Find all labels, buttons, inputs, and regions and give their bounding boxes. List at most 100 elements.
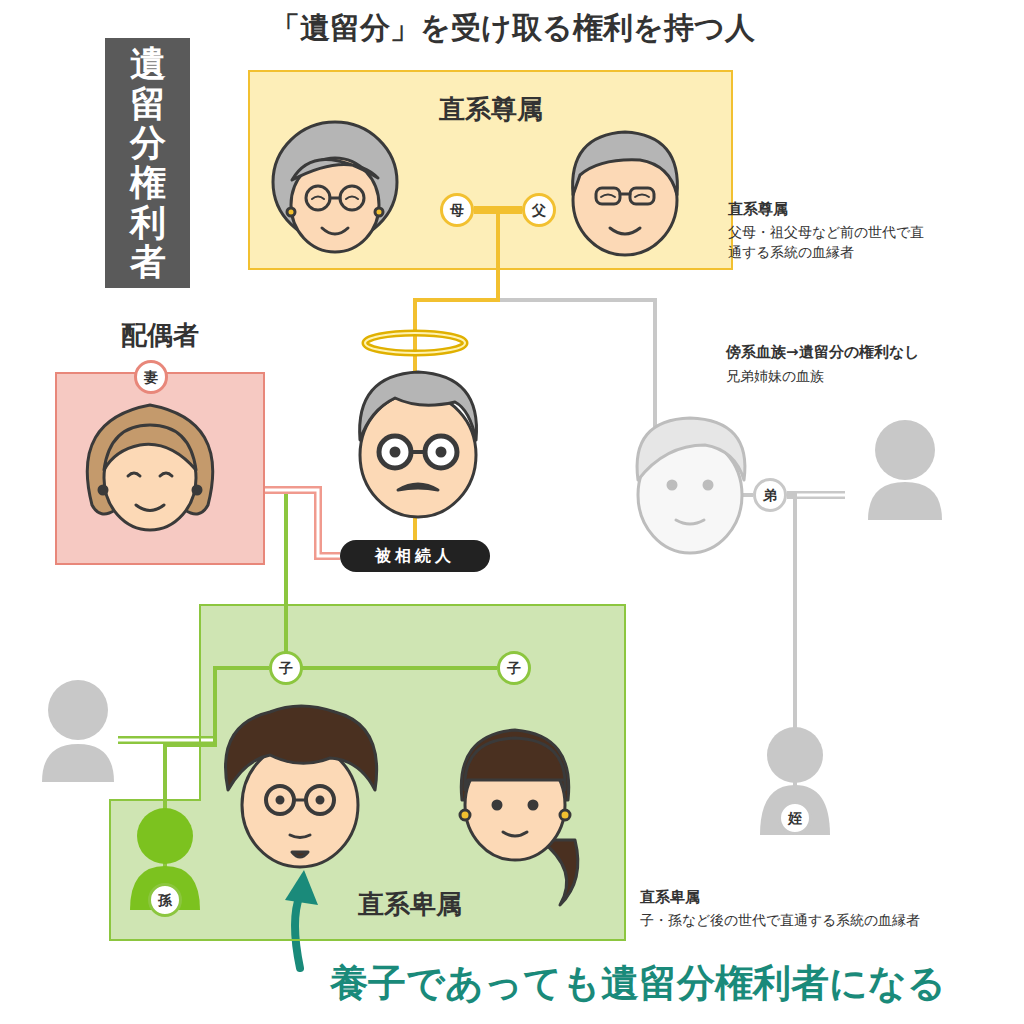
drawing-part bbox=[676, 520, 704, 524]
drawing-part bbox=[136, 505, 164, 511]
drawing-part bbox=[398, 484, 438, 490]
drawing-part bbox=[560, 810, 570, 820]
badge-text: 子 bbox=[279, 661, 293, 675]
note-heading: 直系卑属 bbox=[640, 888, 700, 907]
person-silhouette bbox=[42, 420, 942, 835]
badge-text: 姪 bbox=[788, 811, 802, 825]
drawing-part bbox=[425, 436, 457, 468]
relation-badge: 姪 bbox=[778, 801, 812, 835]
note-text: 子・孫など後の世代で直通する系統の血縁者 bbox=[640, 910, 920, 930]
drawing-part bbox=[99, 486, 107, 494]
drawing-part bbox=[277, 797, 283, 803]
drawing-part bbox=[266, 786, 294, 814]
drawing-part bbox=[104, 425, 196, 470]
drawing-part bbox=[503, 832, 527, 836]
drawing-part bbox=[596, 188, 620, 204]
relation-badge: 子 bbox=[497, 651, 531, 685]
box-fill bbox=[55, 372, 265, 565]
drawing-part bbox=[637, 418, 745, 480]
drawing-part bbox=[294, 799, 306, 802]
drawing-part bbox=[48, 680, 108, 740]
drawing-part bbox=[312, 197, 358, 200]
drawing-part bbox=[375, 208, 383, 216]
badge-text: 孫 bbox=[158, 893, 172, 907]
drawing-part bbox=[875, 420, 935, 480]
box-outline-shape bbox=[110, 605, 625, 940]
connector bbox=[265, 490, 340, 556]
drawing-part bbox=[290, 835, 310, 838]
drawing-part bbox=[460, 810, 470, 820]
drawing-part bbox=[573, 132, 678, 195]
drawing-part bbox=[760, 785, 830, 835]
connector bbox=[286, 490, 340, 651]
descendant-box: 直系卑属 子 子孫 bbox=[110, 605, 625, 940]
deceased-tag: 被相続人 bbox=[340, 540, 490, 572]
drawing-part bbox=[437, 448, 445, 456]
wife-face bbox=[87, 405, 212, 530]
drawing-part bbox=[128, 473, 172, 476]
drawing-part bbox=[529, 801, 537, 809]
drawing-part bbox=[226, 706, 377, 790]
deceased-face bbox=[360, 333, 477, 517]
badge-text: 父 bbox=[532, 203, 546, 217]
drawing-part bbox=[630, 188, 654, 204]
relation-badge: 孫 bbox=[148, 883, 182, 917]
drawing-part bbox=[391, 448, 399, 456]
drawing-part bbox=[340, 186, 364, 210]
drawing-part bbox=[379, 436, 411, 468]
badge-text: 弟 bbox=[763, 488, 777, 502]
box-fill bbox=[248, 70, 733, 270]
connector bbox=[265, 490, 286, 651]
grandchild-silhouette bbox=[130, 808, 200, 910]
node-text: 直系卑属 bbox=[358, 887, 462, 922]
node-text: 被相続人 bbox=[375, 546, 455, 567]
drawing-part bbox=[493, 801, 501, 809]
heir-label-box: 遺留分権利者 bbox=[105, 38, 190, 288]
note-heading: 傍系血族→遺留分の権利なし bbox=[726, 343, 919, 362]
drawing-part bbox=[365, 333, 465, 353]
badge-text: 妻 bbox=[144, 370, 158, 384]
ascendant-box: 直系尊属母父 bbox=[248, 70, 733, 270]
connector-line bbox=[265, 490, 497, 668]
box-fill bbox=[110, 605, 625, 940]
drawing-part bbox=[411, 450, 425, 454]
drawing-part bbox=[620, 193, 630, 196]
drawing-part bbox=[287, 208, 295, 216]
connector-line bbox=[265, 490, 340, 556]
drawing-part bbox=[360, 372, 477, 440]
pointer-arrow bbox=[285, 870, 318, 968]
connector-line bbox=[286, 490, 340, 651]
drawing-part bbox=[317, 797, 323, 803]
drawing-part bbox=[704, 481, 712, 489]
note-text: 兄弟姉妹の血族 bbox=[726, 366, 824, 386]
drawing-part bbox=[295, 895, 300, 968]
drawing-part bbox=[292, 159, 378, 180]
drawing-part bbox=[42, 744, 114, 782]
connector bbox=[265, 490, 497, 668]
spouse-box: 配偶者妻 bbox=[55, 372, 265, 565]
badge-text: 母 bbox=[450, 203, 464, 217]
relation-badge: 父 bbox=[522, 193, 556, 227]
brother-face bbox=[637, 418, 745, 553]
relation-badge: 母 bbox=[440, 193, 474, 227]
son-face bbox=[226, 706, 377, 867]
badge-text: 子 bbox=[507, 661, 521, 675]
node-text: 配偶者 bbox=[57, 318, 263, 353]
spouse-line bbox=[118, 495, 845, 740]
connector-line bbox=[265, 490, 286, 651]
drawing-part bbox=[610, 228, 640, 234]
father-face bbox=[573, 132, 678, 255]
drawing-part bbox=[322, 228, 348, 234]
daughter-face bbox=[460, 730, 578, 905]
relation-badge: 子 bbox=[269, 651, 303, 685]
drawing-part bbox=[291, 158, 379, 252]
note-text: 父母・祖父母など前の世代で直通する系統の血縁者 bbox=[728, 222, 933, 263]
drawing-part bbox=[668, 481, 676, 489]
drawing-part bbox=[330, 197, 340, 200]
node-text: 遺留分権利者 bbox=[130, 44, 166, 282]
drawing-part bbox=[137, 808, 193, 864]
drawing-part bbox=[767, 727, 823, 783]
drawing-part bbox=[306, 786, 334, 814]
relation-badge: 妻 bbox=[134, 360, 168, 394]
